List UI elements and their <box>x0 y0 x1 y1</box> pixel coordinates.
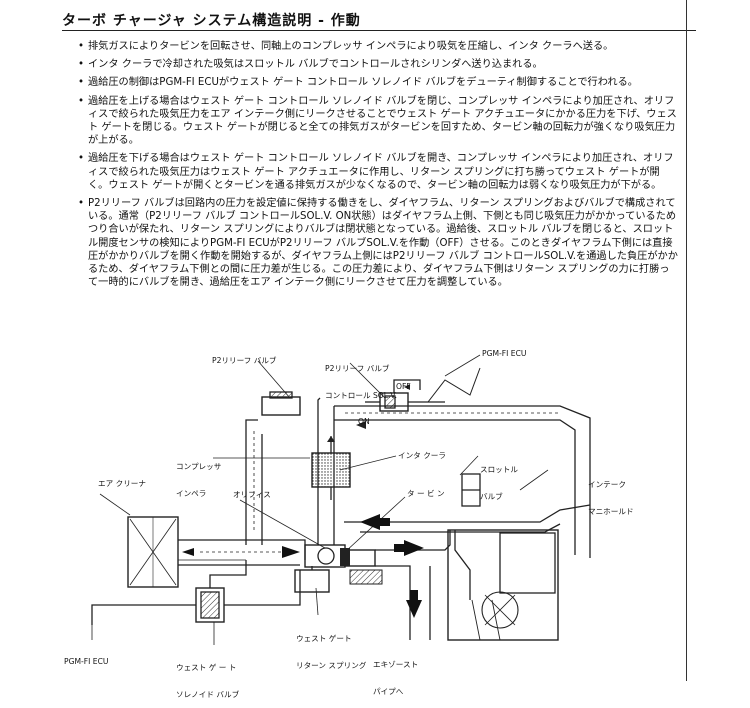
label-throttle-valve: スロットル バルブ <box>480 447 518 510</box>
turbo-system-diagram <box>91 354 591 645</box>
label-turbine: タ ー ビ ン <box>407 489 445 498</box>
label-orifice: オリフィス <box>233 490 271 499</box>
air-cleaner <box>127 516 179 588</box>
engine-cylinders <box>447 529 559 641</box>
wastegate-solenoid <box>91 560 301 625</box>
page-title: ターボ チャージャ システム構造説明 - 作動 <box>62 13 361 29</box>
bullet-boost-control: 過給圧の制御はPGM-FI ECUがウェスト ゲート コントロール ソレノイド … <box>78 76 678 89</box>
label-compressor-impeller: コンプレッサ インペラ <box>176 444 221 507</box>
compressor-outlet-pipe <box>245 397 335 545</box>
intercooler-duct <box>334 405 591 558</box>
label-on: ON <box>358 417 370 426</box>
label-p2-relief-valve: P2リリーフ バルブ <box>212 356 277 365</box>
label-intake-manifold: インテーク マニホールド <box>588 462 634 525</box>
label-wastegate-spring: ウェスト ゲート リターン スプリング <box>296 616 366 679</box>
label-wg-sol-line2: ソレノイド バルブ <box>176 690 240 699</box>
ecu-signal-line <box>408 367 481 403</box>
p2-relief-valve <box>261 391 301 416</box>
label-air-cleaner: エア クリーナ <box>98 479 146 488</box>
label-wg-spring-line1: ウェスト ゲート <box>296 634 352 643</box>
label-ecu-bottom: PGM-FI ECU <box>64 657 109 666</box>
wastegate-actuator <box>294 566 330 593</box>
label-compressor-line1: コンプレッサ <box>176 462 222 471</box>
bullet-boost-increase: 過給圧を上げる場合はウェスト ゲート コントロール ソレノイド バルブを閉じ、コ… <box>78 95 678 148</box>
label-throttle-line2: バルブ <box>480 492 503 501</box>
description-list: 排気ガスによりタービンを回転させ、同軸上のコンプレッサ インペラにより吸気を圧縮… <box>78 40 678 294</box>
throttle-valve <box>461 473 481 507</box>
label-intake-line2: マニホールド <box>588 507 634 516</box>
label-wastegate-solenoid: ウェスト ゲ ー ト ソレノイド バルブ <box>176 645 239 708</box>
bullet-boost-decrease: 過給圧を下げる場合はウェスト ゲート コントロール ソレノイド バルブを開き、コ… <box>78 152 678 192</box>
label-exhaust-line1: エキゾースト <box>373 660 419 669</box>
label-throttle-line1: スロットル <box>480 465 518 474</box>
label-wg-sol-line1: ウェスト ゲ ー ト <box>176 663 237 672</box>
label-compressor-line2: インペラ <box>176 489 207 498</box>
label-p2-control-solenoid: P2リリーフ バルブ コントロール SOL.V. <box>325 346 397 409</box>
bullet-p2-relief-valve: P2リリーフ バルブは回路内の圧力を設定値に保持する働きをし、ダイヤフラム、リタ… <box>78 197 678 289</box>
label-exhaust-pipe: エキゾースト パイプへ <box>373 642 418 705</box>
label-exhaust-line2: パイプへ <box>373 687 404 696</box>
label-p2-control-line2: コントロール SOL.V. <box>325 391 398 400</box>
turbocharger <box>304 544 376 568</box>
title-rule <box>62 30 696 31</box>
bullet-turbo-overview: 排気ガスによりタービンを回転させ、同軸上のコンプレッサ インペラにより吸気を圧縮… <box>78 40 678 53</box>
label-ecu-top: PGM-FI ECU <box>482 349 527 358</box>
flow-arrows <box>182 514 424 618</box>
right-margin-bar <box>686 0 687 681</box>
label-intercooler: インタ クーラ <box>398 451 446 460</box>
intake-manifold <box>344 504 591 533</box>
intercooler <box>311 436 351 500</box>
label-intake-line1: インテーク <box>588 480 626 489</box>
bullet-intercooler: インタ クーラで冷却された吸気はスロットル バルブでコントロールされシリンダへ送… <box>78 58 678 71</box>
label-off: OFF <box>396 382 411 391</box>
label-p2-control-line1: P2リリーフ バルブ <box>325 364 390 373</box>
label-wg-spring-line2: リターン スプリング <box>296 661 367 670</box>
